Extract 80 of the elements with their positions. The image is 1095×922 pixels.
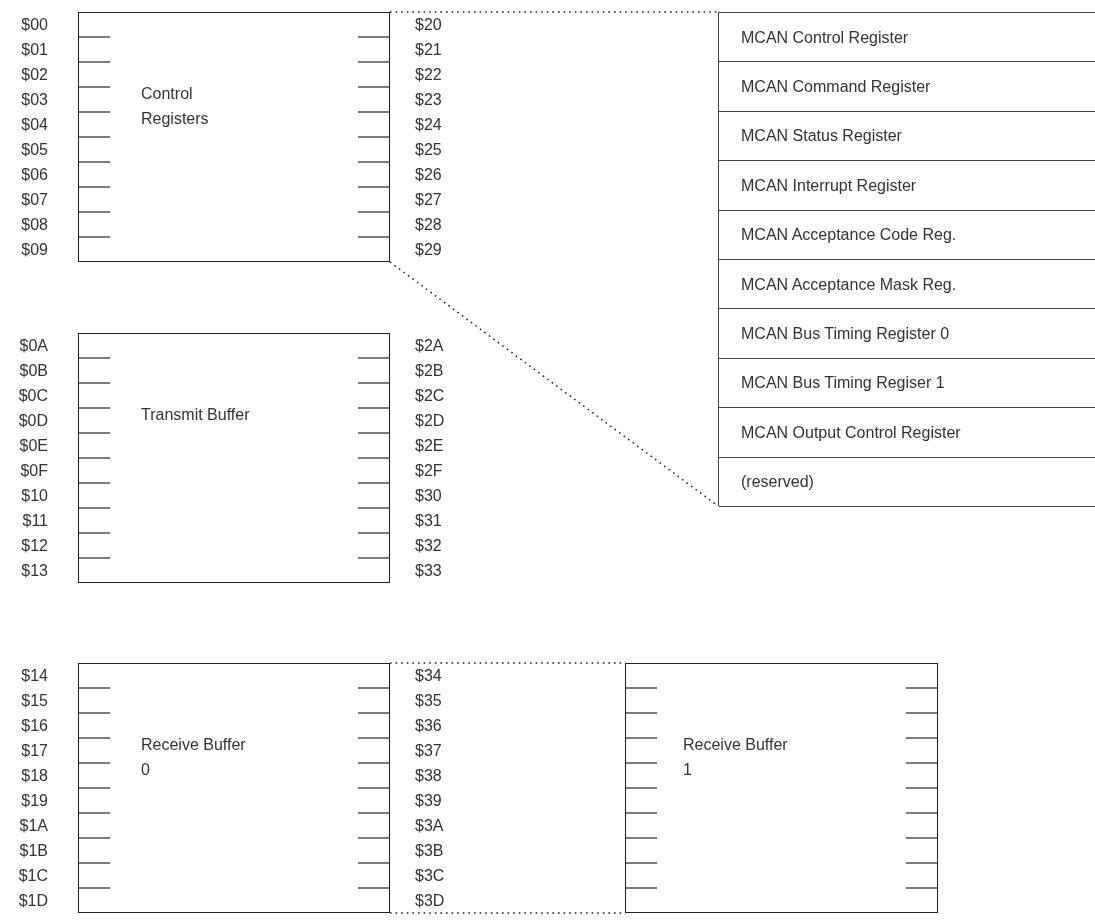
address-label: $38 [415, 768, 442, 784]
address-label: $17 [21, 743, 48, 759]
block-label: Transmit Buffer [141, 405, 251, 425]
address-label: $30 [415, 488, 442, 504]
address-label: $23 [415, 92, 442, 108]
address-label: $1D [18, 893, 48, 909]
address-label: $3B [415, 843, 444, 859]
register-name: MCAN Output Control Register [741, 423, 961, 442]
register-name: MCAN Bus Timing Regiser 1 [741, 374, 945, 393]
address-label: $39 [415, 793, 442, 809]
address-label: $1C [18, 868, 48, 884]
block-label: Control Registers [141, 84, 210, 129]
register-name: MCAN Interrupt Register [741, 176, 917, 195]
address-label: $2C [415, 388, 445, 404]
address-label: $3D [415, 893, 445, 909]
address-label: $05 [21, 142, 48, 158]
address-label: $03 [21, 92, 48, 108]
address-label: $15 [21, 693, 48, 709]
address-label: $1B [19, 843, 48, 859]
address-label: $32 [415, 538, 442, 554]
register-name: MCAN Bus Timing Register 0 [741, 325, 950, 344]
address-label: $21 [415, 42, 442, 58]
address-label: $2E [415, 438, 444, 454]
address-label: $27 [415, 192, 442, 208]
address-label: $18 [21, 768, 48, 784]
address-label: $37 [415, 743, 442, 759]
register-name: MCAN Command Register [741, 78, 931, 97]
address-label: $0C [18, 388, 48, 404]
address-label: $06 [21, 167, 48, 183]
address-label: $0F [20, 463, 48, 479]
address-label: $13 [21, 563, 48, 579]
address-label: $31 [415, 513, 442, 529]
address-label: $2A [415, 338, 444, 354]
address-label: $09 [21, 242, 48, 258]
address-label: $1A [19, 818, 48, 834]
register-name: MCAN Status Register [741, 127, 902, 146]
address-label: $07 [21, 192, 48, 208]
address-label: $19 [21, 793, 48, 809]
register-name: MCAN Acceptance Code Reg. [741, 226, 957, 245]
zoom-connector-line [389, 11, 719, 13]
address-label: $34 [415, 668, 442, 684]
address-label: $0E [19, 438, 48, 454]
address-label: $25 [415, 142, 442, 158]
address-label: $22 [415, 67, 442, 83]
address-label: $24 [415, 117, 442, 133]
address-label: $02 [21, 67, 48, 83]
address-label: $01 [21, 42, 48, 58]
address-label: $2B [415, 363, 444, 379]
address-label: $35 [415, 693, 442, 709]
address-label: $26 [415, 167, 442, 183]
address-label: $16 [21, 718, 48, 734]
memory-block [625, 663, 938, 913]
address-label: $2F [415, 463, 443, 479]
address-label: $29 [415, 242, 442, 258]
address-label: $14 [21, 668, 48, 684]
address-label: $33 [415, 563, 442, 579]
address-label: $28 [415, 217, 442, 233]
address-label: $10 [21, 488, 48, 504]
address-label: $0A [19, 338, 48, 354]
address-label: $2D [415, 413, 445, 429]
address-label: $3C [415, 868, 445, 884]
memory-block [78, 663, 390, 913]
address-label: $3A [415, 818, 444, 834]
address-label: $11 [22, 513, 48, 529]
address-label: $36 [415, 718, 442, 734]
address-label: $00 [21, 17, 48, 33]
memory-block [78, 333, 390, 583]
address-label: $0B [19, 363, 48, 379]
register-name: MCAN Acceptance Mask Reg. [741, 275, 957, 294]
address-label: $04 [21, 117, 48, 133]
address-label: $0D [18, 413, 48, 429]
block-label: Receive Buffer 1 [683, 735, 789, 780]
register-table [718, 12, 1095, 506]
block-label: Receive Buffer 0 [141, 735, 247, 780]
address-label: $12 [21, 538, 48, 554]
address-label: $08 [21, 217, 48, 233]
register-name: (reserved) [741, 473, 814, 492]
register-name: MCAN Control Register [741, 28, 909, 47]
memory-block [78, 12, 390, 262]
address-label: $20 [415, 17, 442, 33]
